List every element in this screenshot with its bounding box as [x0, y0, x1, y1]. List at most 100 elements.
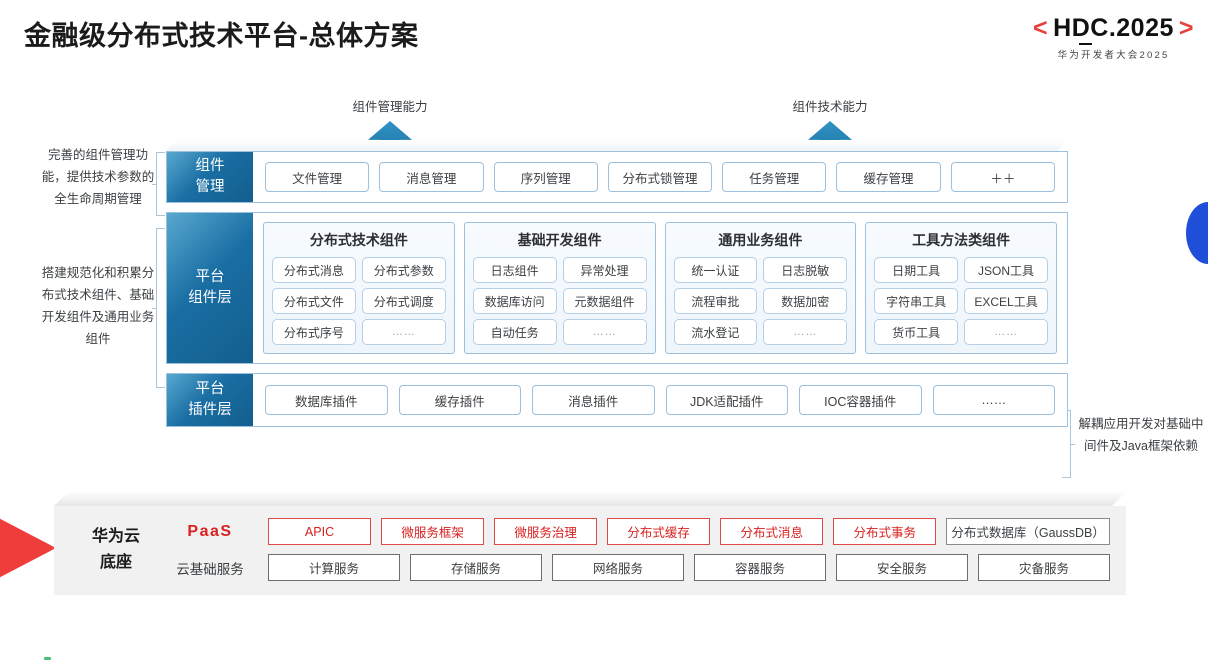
layer-body-component-management: 文件管理 消息管理 序列管理 分布式锁管理 任务管理 缓存管理 ＋＋ — [253, 152, 1067, 202]
box-distributed-transaction[interactable]: 分布式事务 — [833, 518, 937, 545]
chip-distributed-sequence[interactable]: 分布式序号 — [272, 319, 356, 345]
group-title-utility-methods: 工具方法类组件 — [912, 232, 1011, 248]
chip-currency-utility[interactable]: 货币工具 — [874, 319, 959, 345]
chip-string-utility[interactable]: 字符串工具 — [874, 288, 959, 314]
stack-bevel-top — [166, 140, 1068, 151]
pill-more-plugins[interactable]: …… — [932, 385, 1055, 415]
left-angle-bracket-icon: < — [1033, 14, 1049, 42]
pill-cache-plugin[interactable]: 缓存插件 — [398, 385, 521, 415]
chip-automated-task[interactable]: 自动任务 — [472, 319, 557, 345]
box-distributed-database-gaussdb[interactable]: 分布式数据库（GaussDB） — [946, 518, 1110, 545]
chip-json-utility[interactable]: JSON工具 — [964, 257, 1048, 283]
chip-distributed-schedule[interactable]: 分布式调度 — [361, 288, 446, 314]
chip-data-encryption[interactable]: 数据加密 — [763, 288, 848, 314]
chip-more-distributed-tech[interactable]: …… — [361, 319, 446, 345]
group-utility-methods: 工具方法类组件 日期工具 JSON工具 字符串工具 EXCEL工具 货币工具 …… — [865, 222, 1057, 354]
group-title-distributed-tech: 分布式技术组件 — [309, 232, 408, 248]
box-compute-service[interactable]: 计算服务 — [268, 554, 400, 581]
huawei-cloud-foundation-panel: 华为云 底座 PaaS APIC 微服务框架 微服务治理 分布式缓存 分布式消息… — [54, 492, 1126, 595]
pill-cache-management[interactable]: 缓存管理 — [836, 162, 941, 192]
chip-distributed-parameter[interactable]: 分布式参数 — [361, 257, 446, 283]
paas-panel-label: 华为云 底座 — [70, 524, 162, 575]
layer-label-line1: 平台 — [195, 380, 225, 397]
chip-transaction-log[interactable]: 流水登记 — [673, 319, 758, 345]
layer-label-platform-plugin: 平台 插件层 — [167, 374, 253, 426]
chip-distributed-message[interactable]: 分布式消息 — [272, 257, 356, 283]
pill-database-plugin[interactable]: 数据库插件 — [265, 385, 388, 415]
paas-rows: PaaS APIC 微服务框架 微服务治理 分布式缓存 分布式消息 分布式事务 … — [162, 518, 1110, 581]
chip-date-utility[interactable]: 日期工具 — [874, 257, 959, 283]
group-grid-basic-development: 日志组件 异常处理 数据库访问 元数据组件 自动任务 …… — [472, 257, 647, 345]
chip-exception-handling[interactable]: 异常处理 — [562, 257, 647, 283]
box-network-service[interactable]: 网络服务 — [552, 554, 684, 581]
layer-label-line2: 管理 — [195, 179, 225, 195]
paas-bevel-top — [54, 492, 1126, 506]
layer-label-line1: 平台 — [195, 268, 225, 285]
pill-message-plugin[interactable]: 消息插件 — [532, 385, 655, 415]
paas-label-line2: 底座 — [99, 553, 132, 571]
box-disaster-recovery-service[interactable]: 灾备服务 — [978, 554, 1110, 581]
box-apic[interactable]: APIC — [268, 518, 372, 545]
group-grid-general-business: 统一认证 日志脱敏 流程审批 数据加密 流水登记 …… — [673, 257, 848, 345]
group-distributed-tech: 分布式技术组件 分布式消息 分布式参数 分布式文件 分布式调度 分布式序号 …… — [263, 222, 455, 354]
pill-add-more[interactable]: ＋＋ — [950, 162, 1055, 192]
chip-database-access[interactable]: 数据库访问 — [472, 288, 557, 314]
pill-task-management[interactable]: 任务管理 — [722, 162, 827, 192]
bracket-left-top — [152, 152, 165, 216]
box-container-service[interactable]: 容器服务 — [694, 554, 826, 581]
chip-log-masking[interactable]: 日志脱敏 — [763, 257, 848, 283]
page-title: 金融级分布式技术平台-总体方案 — [24, 21, 419, 51]
hdc-text-part2: C — [1090, 14, 1109, 42]
paas-row-infrastructure: 云基础服务 计算服务 存储服务 网络服务 容器服务 安全服务 灾备服务 — [162, 554, 1110, 581]
group-title-general-business: 通用业务组件 — [718, 232, 803, 248]
chip-unified-authentication[interactable]: 统一认证 — [673, 257, 758, 283]
chip-distributed-file[interactable]: 分布式文件 — [272, 288, 356, 314]
paas-row-services: PaaS APIC 微服务框架 微服务治理 分布式缓存 分布式消息 分布式事务 … — [162, 518, 1110, 545]
box-storage-service[interactable]: 存储服务 — [410, 554, 542, 581]
pill-message-management[interactable]: 消息管理 — [379, 162, 484, 192]
layer-label-platform-component: 平台 组件层 — [167, 213, 253, 363]
pill-file-management[interactable]: 文件管理 — [265, 162, 370, 192]
layer-body-platform-component: 分布式技术组件 分布式消息 分布式参数 分布式文件 分布式调度 分布式序号 ……… — [253, 213, 1067, 363]
chip-more-basic-development[interactable]: …… — [562, 319, 647, 345]
chip-excel-utility[interactable]: EXCEL工具 — [964, 288, 1048, 314]
group-grid-distributed-tech: 分布式消息 分布式参数 分布式文件 分布式调度 分布式序号 …… — [272, 257, 446, 345]
annotation-left-bottom: 搭建规范化和积累分布式技术组件、基础开发组件及通用业务组件 — [41, 266, 155, 346]
layer-label-line2: 插件层 — [188, 402, 232, 418]
annotation-left-top: 完善的组件管理功能，提供技术参数的全生命周期管理 — [41, 148, 155, 206]
arrow-label-component-management: 组件管理能力 — [352, 100, 428, 114]
pill-distributed-lock-management[interactable]: 分布式锁管理 — [607, 162, 713, 192]
box-microservice-framework[interactable]: 微服务框架 — [381, 518, 485, 545]
chip-log-component[interactable]: 日志组件 — [472, 257, 557, 283]
box-security-service[interactable]: 安全服务 — [836, 554, 968, 581]
chip-process-approval[interactable]: 流程审批 — [673, 288, 758, 314]
red-wedge-decoration — [0, 500, 56, 596]
right-angle-bracket-icon: > — [1178, 14, 1194, 42]
chip-metadata-component[interactable]: 元数据组件 — [562, 288, 647, 314]
box-distributed-cache[interactable]: 分布式缓存 — [607, 518, 711, 545]
hdc-logo-text: HDC.2025 — [1053, 14, 1174, 45]
group-basic-development: 基础开发组件 日志组件 异常处理 数据库访问 元数据组件 自动任务 …… — [463, 222, 656, 354]
hdc-text-part1: HD — [1053, 14, 1091, 42]
hdc-logo: < HDC.2025 > 华为开发者大会2025 — [1033, 14, 1194, 61]
pill-sequence-management[interactable]: 序列管理 — [493, 162, 598, 192]
layer-label-line1: 组件 — [195, 157, 225, 174]
group-grid-utility-methods: 日期工具 JSON工具 字符串工具 EXCEL工具 货币工具 …… — [874, 257, 1048, 345]
chip-more-utility-methods[interactable]: …… — [964, 319, 1048, 345]
paas-label-line1: 华为云 — [91, 527, 140, 545]
box-distributed-message[interactable]: 分布式消息 — [720, 518, 824, 545]
blue-lens-decoration — [1186, 202, 1208, 264]
hdc-text-part3: .2025 — [1108, 14, 1174, 42]
hdc-logo-main: < HDC.2025 > — [1033, 14, 1194, 45]
pill-jdk-adapter-plugin[interactable]: JDK适配插件 — [665, 385, 788, 415]
paas-row-tag: PaaS — [187, 522, 233, 540]
layer-label-component-management: 组件 管理 — [167, 152, 253, 202]
hdc-logo-subtitle: 华为开发者大会2025 — [1057, 50, 1170, 61]
layer-label-line2: 组件层 — [188, 290, 232, 306]
annotation-right: 解耦应用开发对基础中间件及Java框架依赖 — [1078, 417, 1204, 453]
layer-component-management: 组件 管理 文件管理 消息管理 序列管理 分布式锁管理 任务管理 缓存管理 ＋＋ — [166, 151, 1068, 203]
chip-more-general-business[interactable]: …… — [763, 319, 848, 345]
box-microservice-governance[interactable]: 微服务治理 — [494, 518, 598, 545]
pill-ioc-container-plugin[interactable]: IOC容器插件 — [799, 385, 922, 415]
paas-panel-body: 华为云 底座 PaaS APIC 微服务框架 微服务治理 分布式缓存 分布式消息… — [54, 506, 1126, 595]
